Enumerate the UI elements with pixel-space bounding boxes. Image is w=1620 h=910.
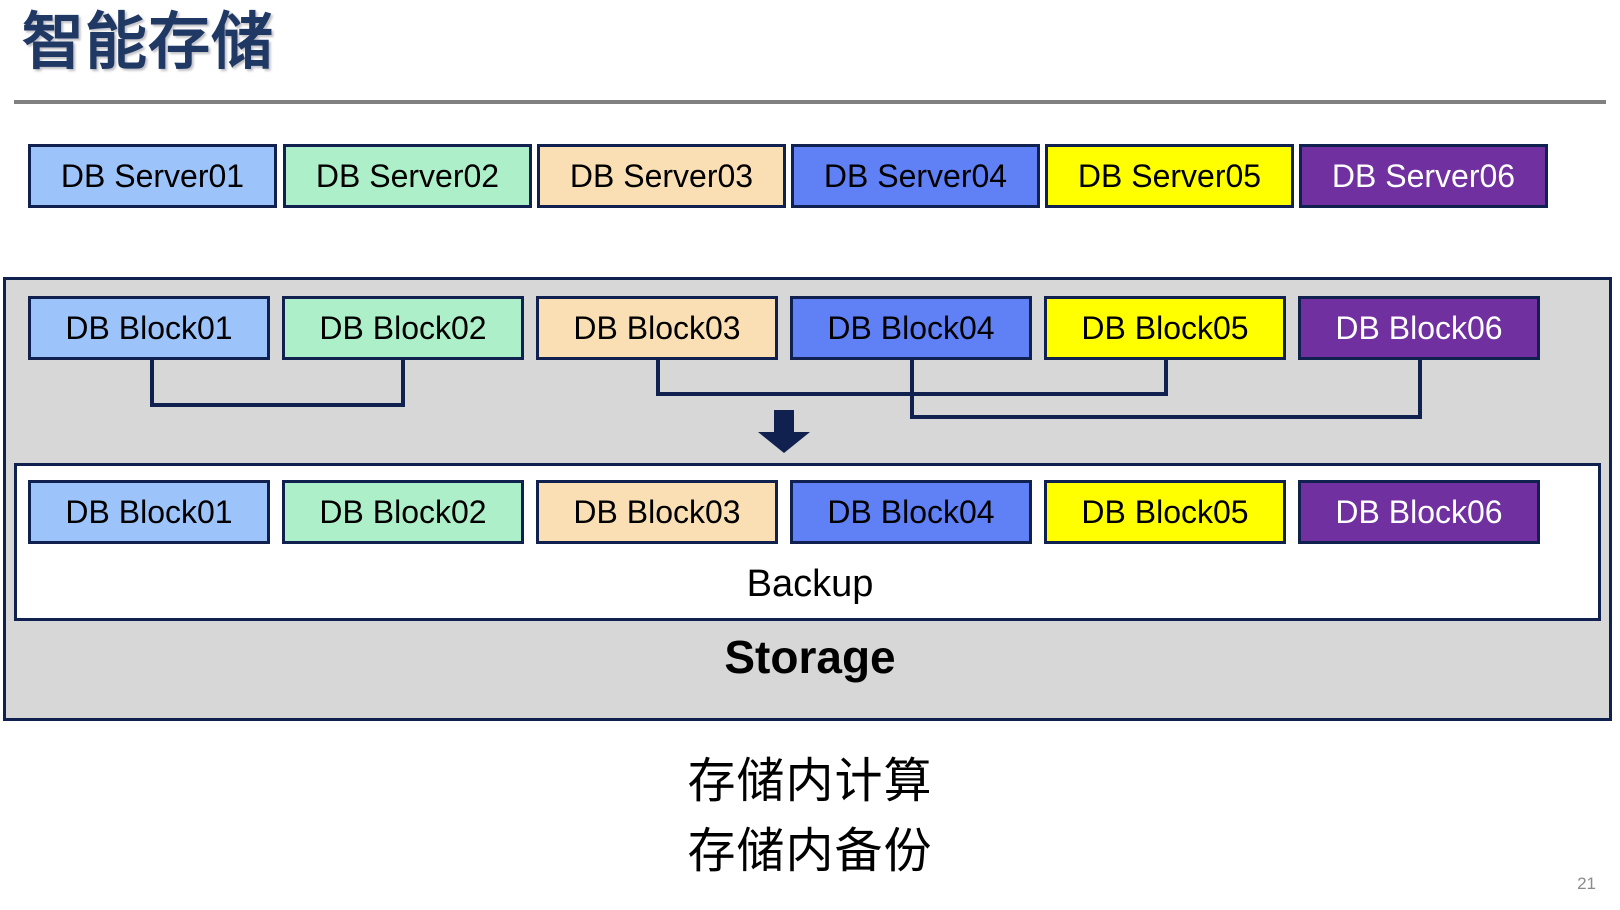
down-arrow-icon: [756, 410, 812, 454]
db-server-box-6[interactable]: DB Server06: [1299, 144, 1548, 208]
db-block-primary-box-6[interactable]: DB Block06: [1298, 296, 1540, 360]
connector-block03-block05-left-stem: [656, 360, 660, 396]
db-block-backup-box-3[interactable]: DB Block03: [536, 480, 778, 544]
storage-label: Storage: [724, 631, 896, 683]
connector-block01-block02-right-stem: [401, 360, 405, 407]
backup-label: Backup: [746, 563, 874, 605]
db-block-backup-box-2[interactable]: DB Block02: [282, 480, 524, 544]
db-block-backup-box-5[interactable]: DB Block05: [1044, 480, 1286, 544]
db-block-backup-box-1[interactable]: DB Block01: [28, 480, 270, 544]
db-server-box-5[interactable]: DB Server05: [1045, 144, 1294, 208]
page-number: 21: [1577, 874, 1596, 893]
db-block-backup-box-6[interactable]: DB Block06: [1298, 480, 1540, 544]
db-block-primary-box-5[interactable]: DB Block05: [1044, 296, 1286, 360]
connector-block01-block02-left-stem: [150, 360, 154, 407]
db-block-primary-box-1[interactable]: DB Block01: [28, 296, 270, 360]
connector-block01-block02-crossbar: [150, 403, 405, 407]
caption-line-2: 存储内备份: [687, 825, 933, 878]
connector-block04-block06-right-stem: [1418, 360, 1422, 419]
connector-block04-block06-left-stem: [910, 360, 914, 419]
db-server-box-2[interactable]: DB Server02: [283, 144, 532, 208]
db-block-primary-box-2[interactable]: DB Block02: [282, 296, 524, 360]
db-server-box-4[interactable]: DB Server04: [791, 144, 1040, 208]
db-server-box-1[interactable]: DB Server01: [28, 144, 277, 208]
db-block-primary-box-4[interactable]: DB Block04: [790, 296, 1032, 360]
db-server-box-3[interactable]: DB Server03: [537, 144, 786, 208]
connector-block03-block05-right-stem: [1164, 360, 1168, 396]
page-title: 智能存储: [22, 8, 275, 77]
connector-block04-block06-crossbar: [910, 415, 1422, 419]
db-block-backup-box-4[interactable]: DB Block04: [790, 480, 1032, 544]
caption-line-1: 存储内计算: [687, 755, 933, 808]
db-block-primary-box-3[interactable]: DB Block03: [536, 296, 778, 360]
title-divider: [14, 100, 1606, 104]
